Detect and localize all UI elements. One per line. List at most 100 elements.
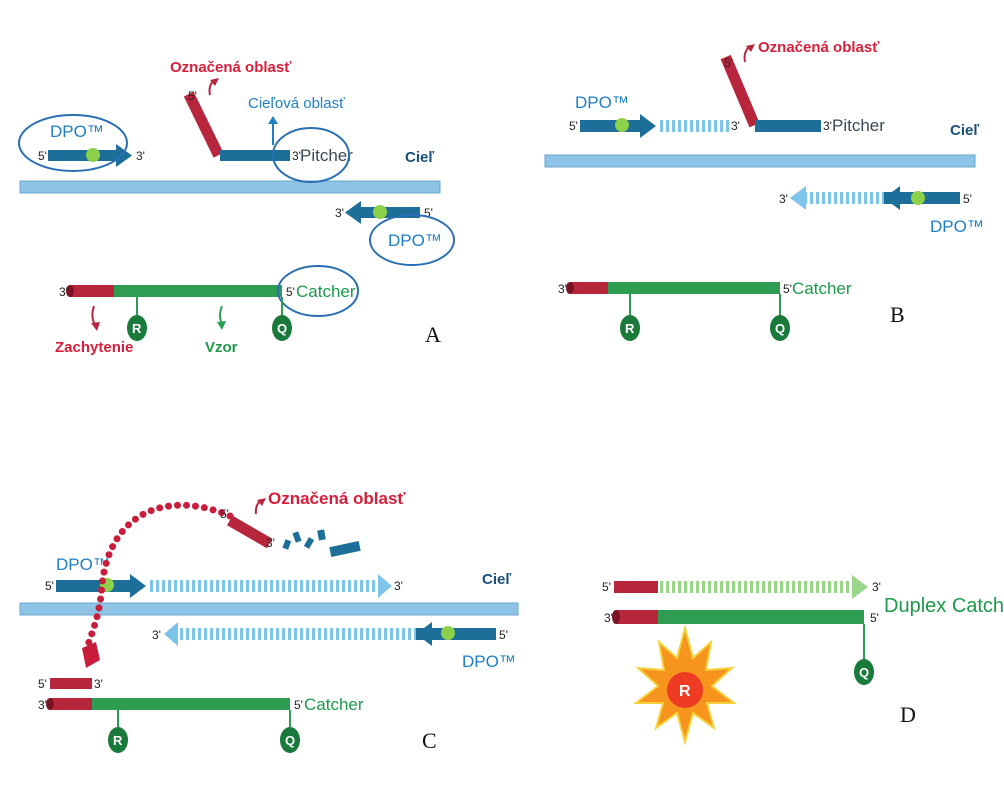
- catcher-body-c: [92, 698, 290, 710]
- svg-text:5': 5': [188, 89, 197, 103]
- catcher-label-c: Catcher: [304, 695, 364, 714]
- dpo-label-c2: DPO™: [462, 652, 516, 671]
- capture-label-a: Zachytenie: [55, 339, 133, 356]
- svg-text:5': 5': [870, 611, 879, 625]
- panel-c: Cieľ 5' 3' DPO™ 5' 3' Označená oblasť 3'…: [19, 489, 519, 753]
- svg-text:Q: Q: [775, 321, 785, 336]
- extension-b2: [806, 192, 884, 204]
- svg-text:R: R: [113, 733, 123, 748]
- released-tag-path-c: [84, 501, 234, 649]
- svg-text:3': 3': [823, 119, 832, 133]
- extension-b1: [658, 120, 730, 132]
- tagged-region-label-b: Označená oblasť: [758, 39, 880, 56]
- catcher-tag-b: [570, 282, 608, 294]
- catcher-label-b: Catcher: [792, 279, 852, 298]
- svg-text:3': 3': [558, 282, 567, 296]
- panel-d: 5' 3' 3' 5' Duplex Catcher Q R D: [602, 575, 1004, 746]
- tagged-region-label-a: Označená oblasť: [170, 59, 292, 76]
- dpo-arrowhead-a2: [345, 201, 361, 224]
- reporter-node-b: [620, 315, 640, 341]
- svg-text:3': 3': [38, 698, 47, 712]
- dpo-label-a1: DPO™: [50, 122, 104, 141]
- svg-text:3': 3': [604, 611, 613, 625]
- dpo-primer-a2: [360, 207, 420, 218]
- duplex-tag-bottom-d: [616, 610, 658, 624]
- svg-text:3': 3': [59, 285, 68, 299]
- svg-text:R: R: [625, 321, 635, 336]
- svg-text:5': 5': [963, 192, 972, 206]
- svg-text:3': 3': [394, 579, 403, 593]
- panel-label-c: C: [422, 728, 437, 753]
- dpo-seed-b2: [911, 191, 925, 205]
- dpo-seed-a1: [86, 148, 100, 162]
- dpo-primer-c2: [416, 628, 496, 640]
- svg-text:3': 3': [872, 580, 881, 594]
- svg-text:5': 5': [220, 507, 229, 521]
- catcher-tag-c: [50, 698, 92, 710]
- duplex-body-d: [658, 610, 864, 624]
- svg-text:5': 5': [499, 628, 508, 642]
- reporter-node-a: [127, 315, 147, 341]
- dpo-seed-a2: [373, 205, 387, 219]
- released-tag-head-c: [82, 642, 100, 668]
- pitcher-body-a: [220, 150, 290, 161]
- reporter-label-d: R: [679, 683, 691, 700]
- panel-b: Cieľ 5' 3' DPO™ 5' 3' Pitcher Označená o…: [544, 39, 984, 341]
- panel-label-d: D: [900, 702, 916, 727]
- quencher-label-a: Q: [277, 321, 287, 336]
- target-strand-c: [19, 602, 519, 616]
- target-strand-b: [544, 154, 976, 168]
- svg-text:3': 3': [266, 536, 275, 550]
- bound-tag-c: [50, 678, 92, 689]
- released-tag-c: [227, 515, 273, 549]
- dpo-highlight-a1: [18, 114, 128, 172]
- tagged-region-label-c: Označená oblasť: [268, 489, 406, 508]
- quencher-node-b: [770, 315, 790, 341]
- panel-a: Cieľ 5' 3' DPO™ 5' 3' Pitcher Označená o…: [18, 59, 455, 356]
- svg-text:5': 5': [602, 580, 611, 594]
- quencher-node-d: [854, 659, 874, 685]
- pitcher-tag-a: [183, 91, 224, 158]
- dpo-arrowhead-a1: [116, 144, 132, 167]
- pitcher-fragments-c: [282, 529, 361, 558]
- dpo-seed-b1: [615, 118, 629, 132]
- quencher-node-c: [280, 727, 300, 753]
- catcher-tag-a: [70, 285, 114, 297]
- quencher-node-a: [272, 315, 292, 341]
- svg-text:5': 5': [424, 206, 433, 220]
- dpo-primer-c1: [56, 580, 132, 592]
- catcher-body-a: [114, 285, 282, 297]
- target-label-c: Cieľ: [482, 571, 511, 588]
- svg-text:5': 5': [294, 698, 303, 712]
- svg-text:5': 5': [38, 677, 47, 691]
- template-label-a: Vzor: [205, 339, 238, 356]
- dpo-seed-c2: [441, 626, 455, 640]
- duplex-tag-top-d: [614, 581, 658, 593]
- svg-text:3': 3': [292, 149, 301, 163]
- svg-text:5': 5': [45, 579, 54, 593]
- pitcher-label-b: Pitcher: [832, 116, 885, 135]
- dpo-label-a2: DPO™: [388, 231, 442, 250]
- pitcher-label-a: Pitcher: [300, 146, 353, 165]
- pitcher-highlight-a: [272, 127, 350, 183]
- catcher-label-a: Catcher: [296, 282, 356, 301]
- catcher-highlight-a: [277, 265, 359, 317]
- target-label-a: Cieľ: [405, 149, 434, 166]
- svg-text:3': 3': [94, 677, 103, 691]
- svg-text:5': 5': [286, 285, 295, 299]
- pitcher-body-b: [755, 120, 821, 132]
- dpo-primer-a1: [48, 150, 116, 161]
- svg-text:3': 3': [335, 206, 344, 220]
- svg-text:5': 5': [569, 119, 578, 133]
- svg-text:Q: Q: [285, 733, 295, 748]
- dpo-highlight-a2: [369, 214, 455, 266]
- duplex-catcher-label-d: Duplex Catcher: [884, 595, 1004, 617]
- svg-text:3': 3': [136, 149, 145, 163]
- extension-c1: [148, 580, 378, 592]
- svg-text:Q: Q: [859, 665, 869, 680]
- dpo-label-c1: DPO™: [56, 555, 110, 574]
- dpo-label-b1: DPO™: [575, 93, 629, 112]
- target-strand-a: [19, 180, 441, 194]
